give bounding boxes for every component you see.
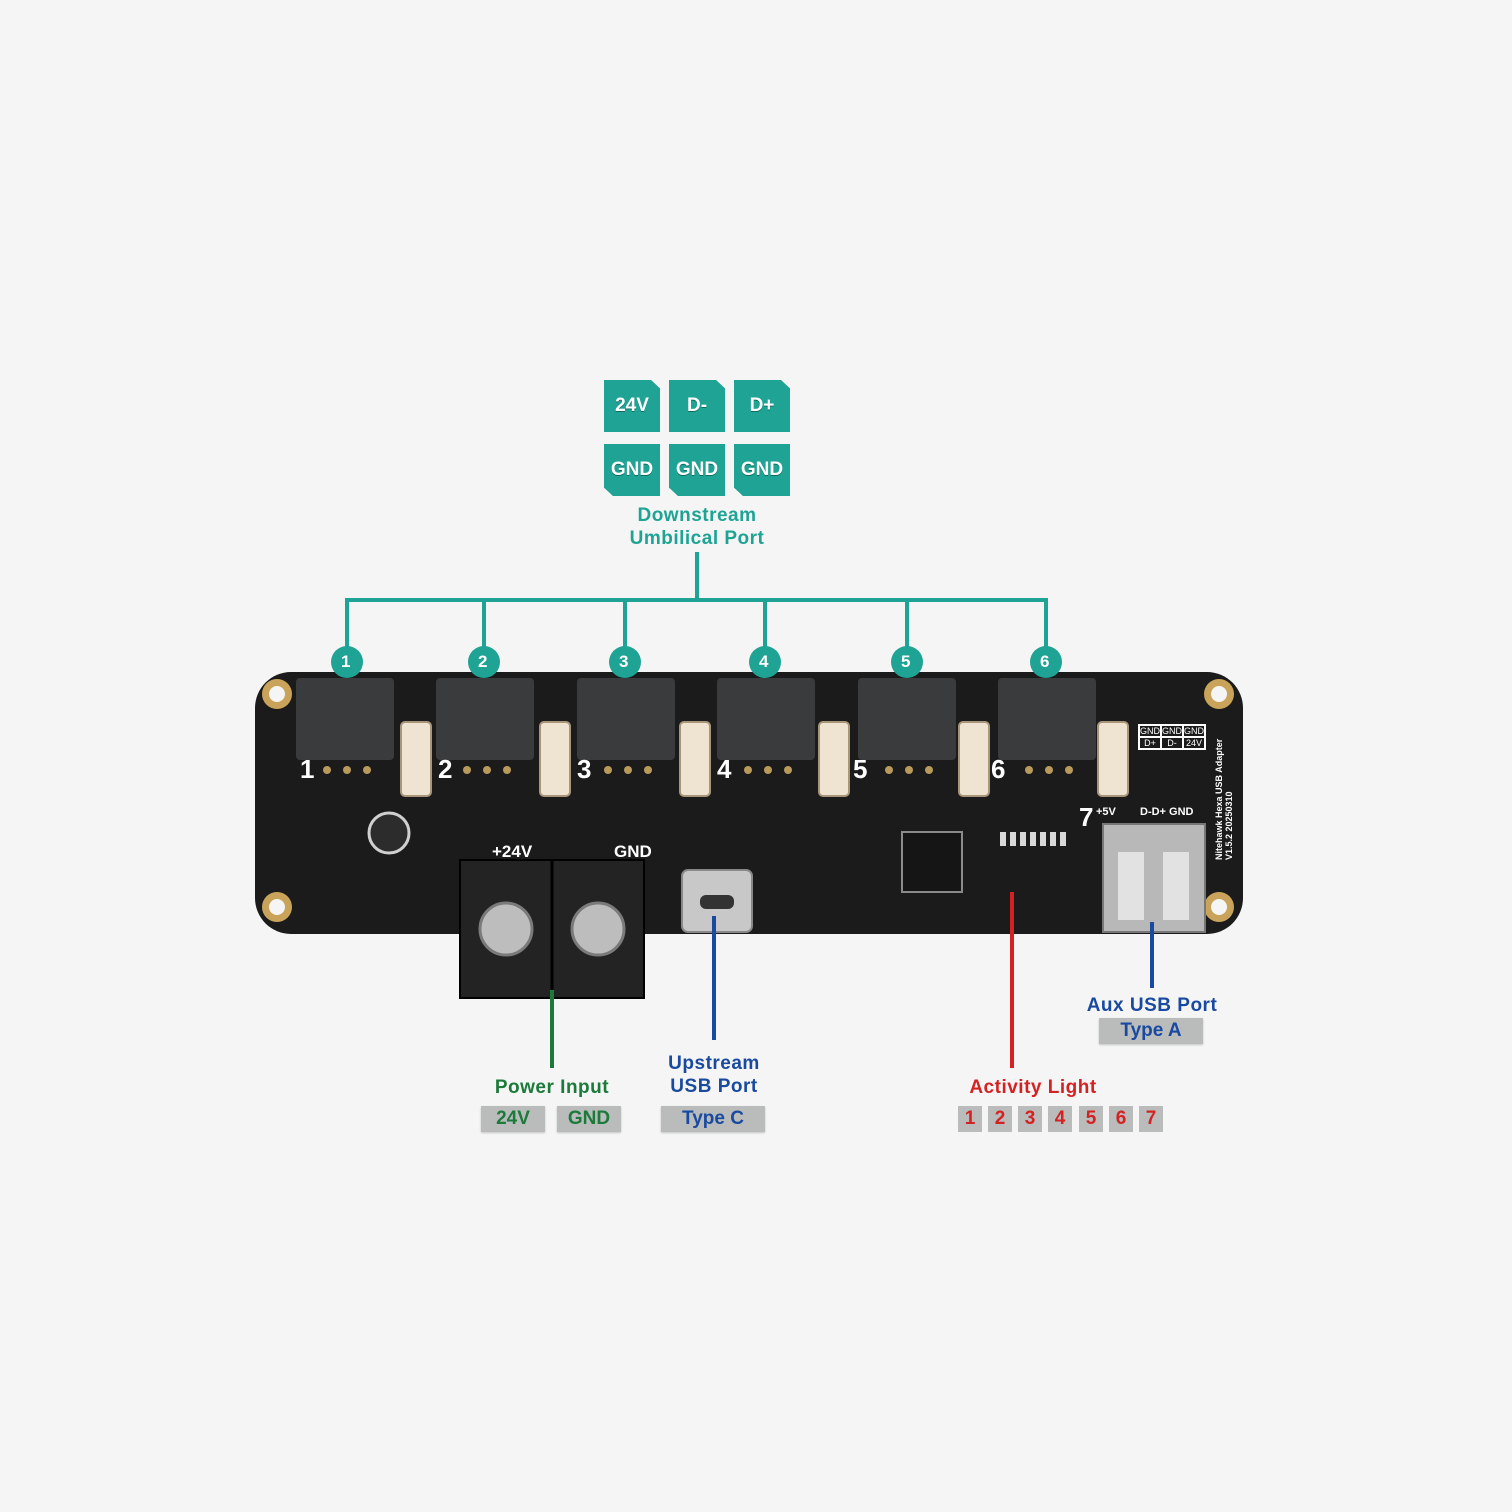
- umbilical-pin-d-plus: D+: [734, 380, 790, 432]
- power-tag-24v: 24V: [481, 1106, 545, 1132]
- board-side-text-line1: Nitehawk Hexa USB Adapter: [1214, 738, 1224, 860]
- activity-light-7: 7: [1139, 1106, 1163, 1132]
- aux-header-cell: GND: [1161, 725, 1183, 737]
- upstream-usb-caption-line1: Upstream: [668, 1053, 760, 1074]
- upstream-usb-tag: Type C: [661, 1106, 765, 1132]
- activity-light-3: 3: [1018, 1106, 1042, 1132]
- port-marker-5: 5: [901, 652, 911, 671]
- port-marker-1: 1: [341, 652, 351, 671]
- activity-light-6: 6: [1109, 1106, 1133, 1132]
- activity-light-1: 1: [958, 1106, 982, 1132]
- led-array: [1000, 832, 1066, 846]
- aux-header-cell: D+: [1139, 737, 1161, 749]
- activity-light-4: 4: [1048, 1106, 1072, 1132]
- activity-light-5: 5: [1079, 1106, 1103, 1132]
- board-side-text: Nitehawk Hexa USB Adapter V1.5.2 2025031…: [1214, 720, 1254, 860]
- power-tag-gnd: GND: [557, 1106, 621, 1132]
- aux-usb-caption: Aux USB Port: [1086, 995, 1218, 1016]
- umbilical-pin-d-minus: D-: [669, 380, 725, 432]
- umbilical-pin-gnd-1: GND: [604, 444, 660, 496]
- hub-chip: [901, 831, 963, 893]
- board-label-plus5v: +5V: [1096, 806, 1116, 818]
- port-marker-3: 3: [619, 652, 629, 671]
- silk-port-7: 7: [1079, 802, 1094, 832]
- fuses: [400, 721, 1129, 797]
- port-markers: [331, 646, 1062, 678]
- port-marker-2: 2: [478, 652, 488, 671]
- silk-port-3: 3: [577, 754, 592, 784]
- silk-port-1: 1: [300, 754, 315, 784]
- power-input-caption: Power Input: [494, 1077, 610, 1098]
- umbilical-pin-24v: 24V: [604, 380, 660, 432]
- port-connectors: [296, 678, 1096, 760]
- upstream-usb-caption: Upstream USB Port: [644, 1052, 784, 1098]
- activity-light-2: 2: [988, 1106, 1012, 1132]
- umbilical-pin-gnd-2: GND: [669, 444, 725, 496]
- aux-header-cell: 24V: [1183, 737, 1205, 749]
- upstream-usb-caption-line2: USB Port: [670, 1076, 758, 1097]
- silk-port-2: 2: [438, 754, 453, 784]
- mounting-holes: [262, 679, 1234, 922]
- capacitor: [367, 811, 411, 855]
- header-pins: [323, 766, 1073, 774]
- board-label-usb-pins: D-D+ GND: [1140, 806, 1194, 818]
- umbilical-bus-lines: [345, 552, 1048, 650]
- aux-header-cell: GND: [1139, 725, 1161, 737]
- umbilical-caption: Downstream Umbilical Port: [580, 504, 814, 550]
- board-side-text-line2: V1.5.2 20250310: [1224, 791, 1234, 860]
- aux-header: GND GND GND D+ D- 24V: [1138, 724, 1206, 750]
- aux-usb-tag: Type A: [1099, 1018, 1203, 1044]
- silk-port-4: 4: [717, 754, 732, 784]
- silk-port-6: 6: [991, 754, 1006, 784]
- umbilical-caption-line2: Umbilical Port: [629, 528, 765, 549]
- port-marker-6: 6: [1040, 652, 1050, 671]
- aux-header-cell: D-: [1161, 737, 1183, 749]
- board-label-plus24v: +24V: [492, 842, 533, 861]
- umbilical-caption-line1: Downstream: [637, 505, 757, 526]
- board-label-gnd: GND: [614, 842, 652, 861]
- umbilical-pin-gnd-3: GND: [734, 444, 790, 496]
- activity-light-caption: Activity Light: [969, 1077, 1097, 1098]
- port-marker-4: 4: [759, 652, 769, 671]
- silk-port-5: 5: [853, 754, 868, 784]
- aux-header-cell: GND: [1183, 725, 1205, 737]
